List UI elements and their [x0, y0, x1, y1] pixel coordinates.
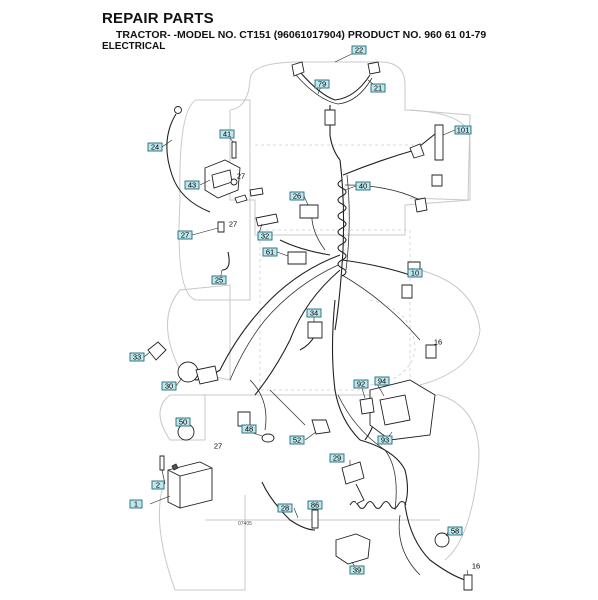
svg-text:101: 101	[457, 126, 470, 135]
tractor-outline	[158, 61, 481, 591]
svg-text:1: 1	[134, 500, 138, 509]
label-16-lower: 16	[472, 562, 480, 571]
callout-52: 52	[289, 436, 305, 445]
svg-text:29: 29	[333, 454, 341, 463]
plain-labels: 27 27 27 16 16	[214, 172, 480, 571]
page-title: REPAIR PARTS	[102, 10, 214, 27]
callout-30: 30	[161, 382, 177, 391]
callout-61: 61	[262, 248, 278, 257]
svg-text:93: 93	[381, 436, 389, 445]
svg-text:33: 33	[133, 353, 141, 362]
svg-text:2: 2	[156, 481, 160, 490]
svg-text:48: 48	[245, 425, 253, 434]
svg-text:30: 30	[165, 382, 173, 391]
svg-text:24: 24	[151, 143, 159, 152]
callout-86: 86	[307, 501, 323, 510]
callout-32: 32	[257, 232, 273, 241]
svg-text:86: 86	[311, 501, 319, 510]
svg-text:61: 61	[266, 248, 274, 257]
svg-text:25: 25	[215, 276, 223, 285]
callout-22: 22	[351, 46, 367, 55]
svg-text:26: 26	[293, 192, 301, 201]
callout-26: 26	[289, 192, 305, 201]
loose-wires	[166, 113, 316, 531]
svg-text:39: 39	[353, 566, 361, 575]
callout-43: 43	[184, 181, 200, 190]
svg-text:40: 40	[359, 182, 367, 191]
callout-1: 1	[129, 500, 143, 509]
callout-40: 40	[355, 182, 371, 191]
label-16-upper: 16	[434, 338, 442, 347]
callout-50: 50	[175, 418, 191, 427]
callout-94: 94	[374, 377, 390, 386]
callout-79: 79	[314, 80, 330, 89]
coiled-conduit	[337, 179, 407, 510]
svg-text:58: 58	[451, 527, 459, 536]
svg-text:21: 21	[374, 84, 382, 93]
callout-27: 27	[177, 231, 193, 240]
svg-text:79: 79	[318, 80, 326, 89]
svg-text:41: 41	[223, 130, 231, 139]
callout-24: 24	[147, 143, 163, 152]
callout-34: 34	[306, 309, 322, 318]
callout-33: 33	[129, 353, 145, 362]
svg-text:92: 92	[357, 380, 365, 389]
callout-25: 25	[211, 276, 227, 285]
drawing-code: 07405	[238, 521, 252, 527]
label-27-middle: 27	[229, 220, 237, 229]
svg-text:10: 10	[411, 269, 419, 278]
callout-92: 92	[353, 380, 369, 389]
svg-text:94: 94	[378, 377, 386, 386]
svg-text:34: 34	[310, 309, 318, 318]
callout-101: 101	[454, 126, 472, 135]
callout-39: 39	[349, 566, 365, 575]
svg-text:27: 27	[181, 231, 189, 240]
callout-21: 21	[370, 84, 386, 93]
callout-48: 48	[241, 425, 257, 434]
callout-93: 93	[377, 436, 393, 445]
svg-text:50: 50	[179, 418, 187, 427]
svg-text:43: 43	[188, 181, 196, 190]
label-27-upper: 27	[237, 172, 245, 181]
svg-text:22: 22	[355, 46, 363, 55]
callout-10: 10	[407, 269, 423, 278]
callout-29: 29	[329, 454, 345, 463]
label-27-lower: 27	[214, 442, 222, 451]
callout-58: 58	[447, 527, 463, 536]
component-parts	[147, 61, 473, 591]
section-title: ELECTRICAL	[102, 41, 166, 52]
callout-41: 41	[219, 130, 235, 139]
callout-2: 2	[151, 481, 165, 490]
model-line: TRACTOR- -MODEL NO. CT151 (96061017904) …	[116, 29, 487, 41]
svg-text:52: 52	[293, 436, 301, 445]
svg-text:28: 28	[281, 504, 289, 513]
svg-text:32: 32	[261, 232, 269, 241]
callout-28: 28	[277, 504, 293, 513]
